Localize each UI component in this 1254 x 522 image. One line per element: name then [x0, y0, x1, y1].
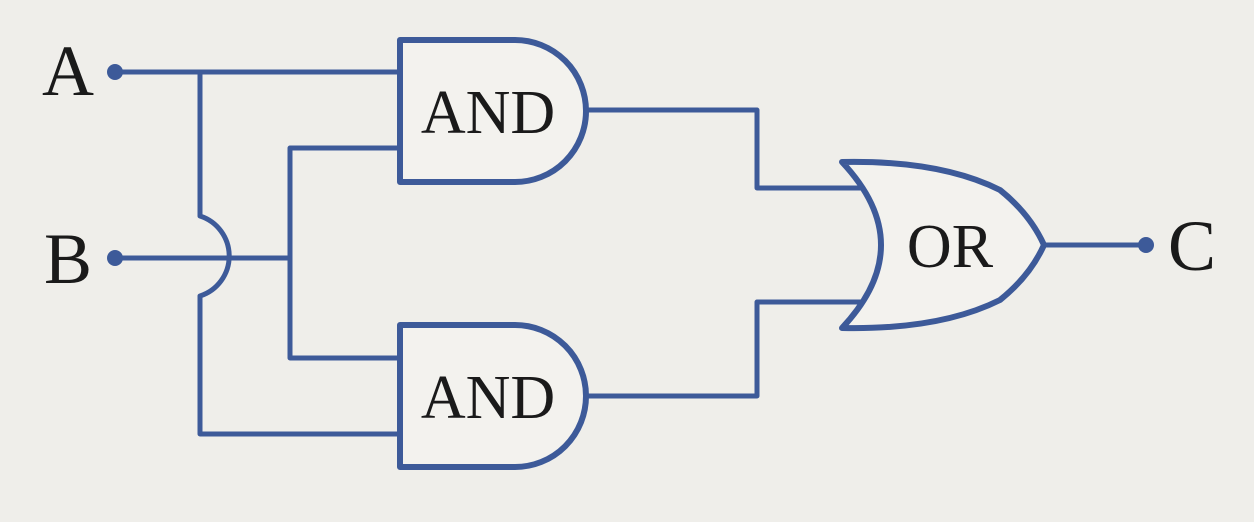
and-gate-top — [397, 37, 589, 185]
terminal-a-dot — [107, 64, 123, 80]
and-gate-bottom — [397, 322, 589, 470]
output-c-label: C — [1168, 206, 1216, 286]
terminal-c-dot — [1138, 237, 1154, 253]
wire-b-to-and-gates — [287, 145, 403, 361]
wire-and-bottom-to-or — [583, 299, 875, 399]
and-gate-top-label: AND — [421, 79, 555, 147]
wire-a-branch-with-crossover — [197, 69, 403, 437]
input-b-label: B — [44, 219, 92, 299]
terminal-b-dot — [107, 250, 123, 266]
or-gate — [839, 158, 1047, 332]
or-gate-label: OR — [907, 213, 994, 281]
input-a-label: A — [42, 31, 94, 111]
and-gate-bottom-label: AND — [421, 364, 555, 432]
wire-and-top-to-or — [583, 107, 875, 191]
